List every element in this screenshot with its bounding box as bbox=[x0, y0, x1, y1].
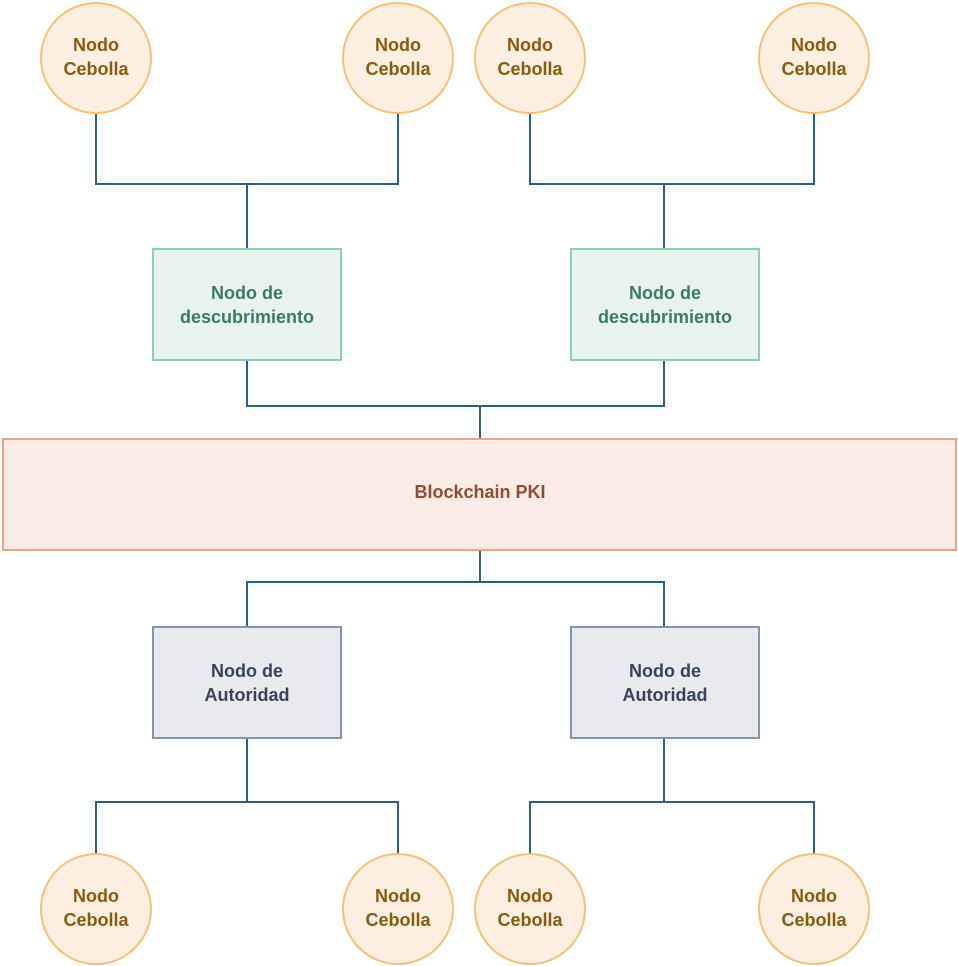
onion-node: Nodo Cebolla bbox=[474, 2, 586, 114]
onion-node-label-line2: Cebolla bbox=[781, 910, 847, 930]
authority-node-label-line2: Autoridad bbox=[205, 685, 290, 705]
authority-node-label-line1: Nodo de bbox=[629, 661, 701, 681]
connector-authority-right-to-onions bbox=[529, 738, 815, 855]
authority-node-right: Nodo de Autoridad bbox=[570, 626, 760, 739]
onion-node-label-line2: Cebolla bbox=[63, 59, 129, 79]
blockchain-pki-label: Blockchain PKI bbox=[414, 482, 545, 502]
onion-node: Nodo Cebolla bbox=[474, 853, 586, 965]
onion-node-label-line2: Cebolla bbox=[497, 910, 563, 930]
connectors bbox=[95, 112, 815, 855]
blockchain-pki: Blockchain PKI bbox=[2, 438, 957, 551]
onion-node: Nodo Cebolla bbox=[342, 853, 454, 965]
onion-node-label-line1: Nodo bbox=[507, 886, 553, 906]
authority-node-label-line2: Autoridad bbox=[623, 685, 708, 705]
discovery-node-label-line1: Nodo de bbox=[629, 283, 701, 303]
onion-node: Nodo Cebolla bbox=[342, 2, 454, 114]
onion-node-label-line2: Cebolla bbox=[365, 910, 431, 930]
discovery-node-label-line2: descubrimiento bbox=[180, 307, 314, 327]
onion-node-label-line2: Cebolla bbox=[781, 59, 847, 79]
connector-discovery-to-pki bbox=[246, 359, 665, 439]
onion-node-label-line1: Nodo bbox=[375, 886, 421, 906]
connector-pki-to-authority bbox=[246, 550, 665, 627]
onion-node-label-line2: Cebolla bbox=[63, 910, 129, 930]
authority-node-left: Nodo de Autoridad bbox=[152, 626, 342, 739]
onion-node: Nodo Cebolla bbox=[758, 853, 870, 965]
connector-onion-tl-to-discovery-left bbox=[95, 112, 399, 249]
onion-node-label-line2: Cebolla bbox=[365, 59, 431, 79]
authority-node-label-line1: Nodo de bbox=[211, 661, 283, 681]
onion-node-label-line1: Nodo bbox=[791, 35, 837, 55]
onion-node-label-line2: Cebolla bbox=[497, 59, 563, 79]
discovery-node-label-line1: Nodo de bbox=[211, 283, 283, 303]
discovery-node-label-line2: descubrimiento bbox=[598, 307, 732, 327]
onion-node-label-line1: Nodo bbox=[507, 35, 553, 55]
connector-onion-tr-to-discovery-right bbox=[529, 112, 815, 249]
discovery-node-left: Nodo de descubrimiento bbox=[152, 248, 342, 361]
onion-node-label-line1: Nodo bbox=[791, 886, 837, 906]
onion-node-label-line1: Nodo bbox=[73, 35, 119, 55]
discovery-node-right: Nodo de descubrimiento bbox=[570, 248, 760, 361]
onion-node-label-line1: Nodo bbox=[375, 35, 421, 55]
onion-node-label-line1: Nodo bbox=[73, 886, 119, 906]
onion-node: Nodo Cebolla bbox=[758, 2, 870, 114]
onion-node: Nodo Cebolla bbox=[40, 853, 152, 965]
onion-node: Nodo Cebolla bbox=[40, 2, 152, 114]
connector-authority-left-to-onions bbox=[95, 738, 399, 855]
